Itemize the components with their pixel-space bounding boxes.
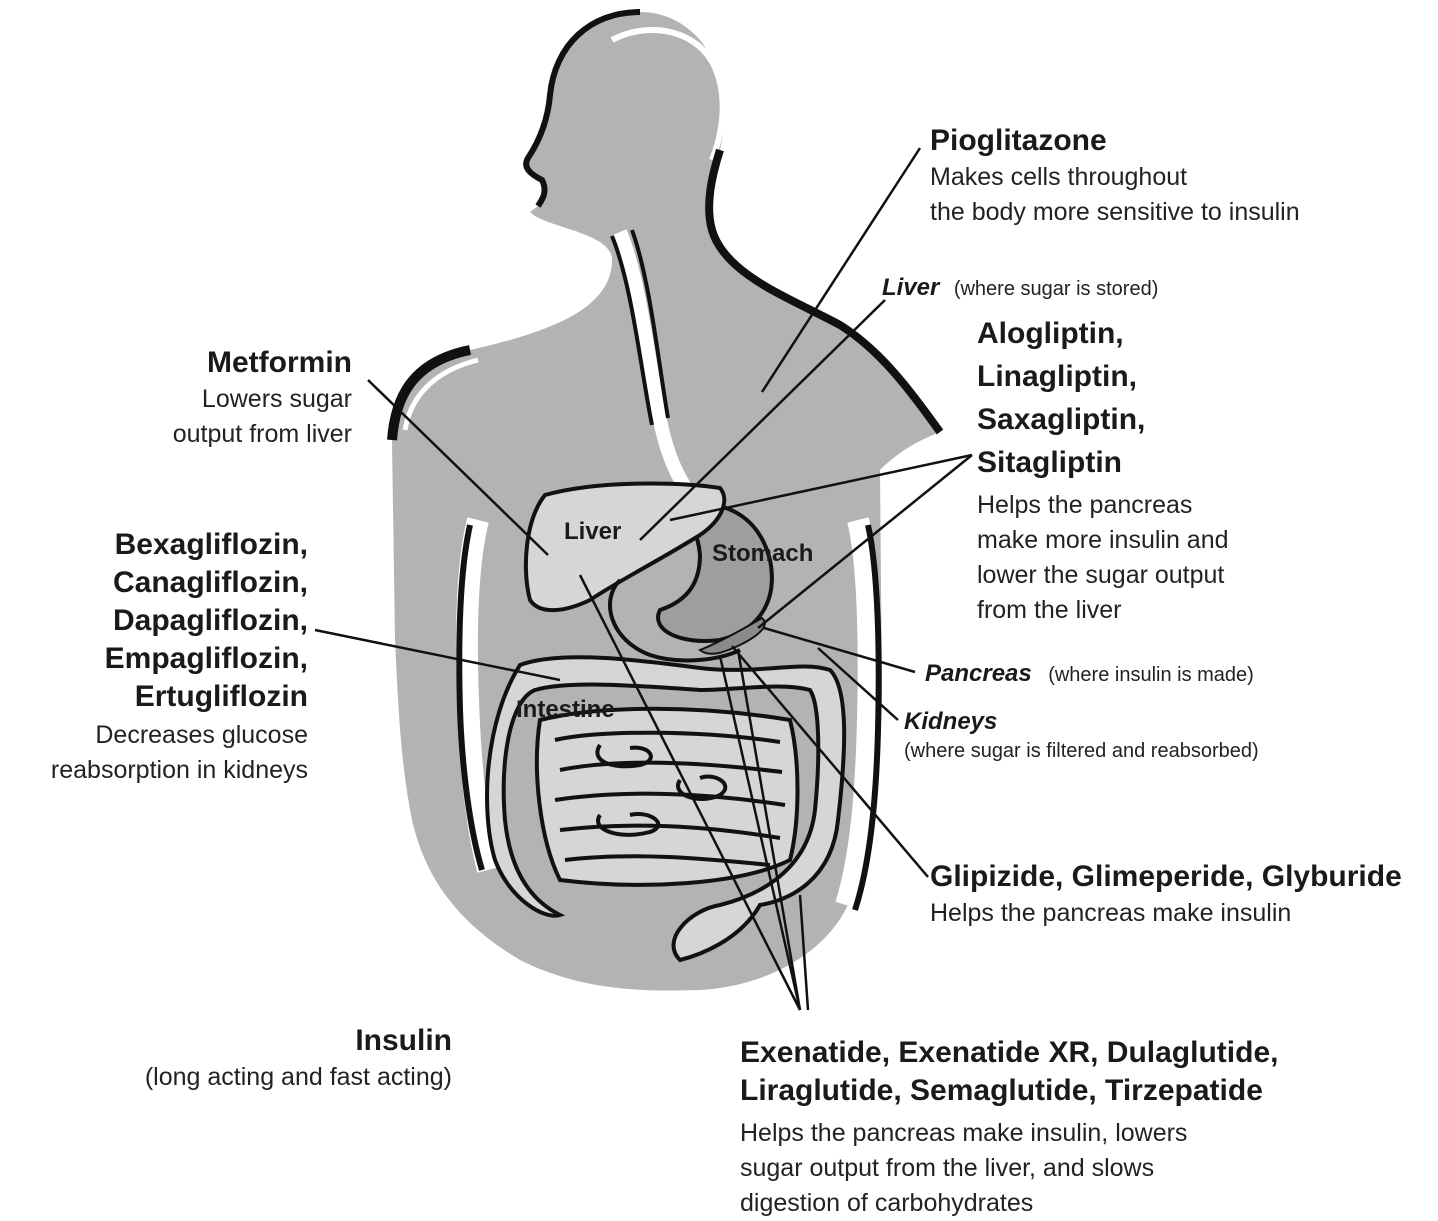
gliptins-desc-line: lower the sugar output bbox=[977, 558, 1229, 593]
glp1-desc-line: Helps the pancreas make insulin, lowers bbox=[740, 1116, 1278, 1151]
insulin-desc-line: (long acting and fast acting) bbox=[145, 1060, 452, 1095]
glp1-name: Liraglutide, Semaglutide, Tirzepatide bbox=[740, 1072, 1278, 1110]
gliflozin-name: Canagliflozin, bbox=[51, 564, 308, 602]
gliptin-name: Alogliptin, bbox=[977, 312, 1229, 355]
pioglitazone-desc-line: Makes cells throughout bbox=[930, 160, 1300, 195]
gliptin-name: Saxagliptin, bbox=[977, 398, 1229, 441]
gliptins-desc-line: from the liver bbox=[977, 593, 1229, 628]
gliptins-desc-line: make more insulin and bbox=[977, 523, 1229, 558]
sulfonylureas-name: Glipizide, Glimeperide, Glyburide bbox=[930, 858, 1402, 896]
pioglitazone-block: Pioglitazone Makes cells throughout the … bbox=[930, 122, 1300, 230]
liver-callout-note: (where sugar is stored) bbox=[954, 278, 1159, 300]
metformin-desc-line: Lowers sugar bbox=[173, 382, 352, 417]
organ-label-stomach: Stomach bbox=[712, 540, 813, 568]
insulin-block: Insulin (long acting and fast acting) bbox=[145, 1022, 452, 1095]
gliflozin-name: Empagliflozin, bbox=[51, 640, 308, 678]
gliptin-name: Linagliptin, bbox=[977, 355, 1229, 398]
gliptin-name: Sitagliptin bbox=[977, 441, 1229, 484]
gliflozins-desc-line: reabsorption in kidneys bbox=[51, 753, 308, 788]
glp1-desc-line: sugar output from the liver, and slows bbox=[740, 1151, 1278, 1186]
kidneys-callout-note: (where sugar is filtered and reabsorbed) bbox=[904, 740, 1259, 763]
pancreas-callout: Pancreas (where insulin is made) bbox=[925, 660, 1254, 688]
glp1-block: Exenatide, Exenatide XR, Dulaglutide, Li… bbox=[740, 1034, 1278, 1221]
gliflozins-desc-line: Decreases glucose bbox=[51, 718, 308, 753]
kidneys-callout-name: Kidneys bbox=[904, 708, 1259, 736]
pioglitazone-desc-line: the body more sensitive to insulin bbox=[930, 195, 1300, 230]
organ-label-intestine: Intestine bbox=[516, 696, 615, 724]
metformin-desc-line: output from liver bbox=[173, 417, 352, 452]
gliptins-block: Alogliptin, Linagliptin, Saxagliptin, Si… bbox=[977, 312, 1229, 628]
kidneys-callout: Kidneys (where sugar is filtered and rea… bbox=[904, 708, 1259, 763]
glp1-name: Exenatide, Exenatide XR, Dulaglutide, bbox=[740, 1034, 1278, 1072]
gliflozin-name: Bexagliflozin, bbox=[51, 526, 308, 564]
organ-label-liver: Liver bbox=[564, 518, 621, 546]
sulfonylureas-desc-line: Helps the pancreas make insulin bbox=[930, 896, 1402, 931]
pioglitazone-name: Pioglitazone bbox=[930, 122, 1300, 160]
insulin-name: Insulin bbox=[145, 1022, 452, 1060]
pancreas-callout-name: Pancreas bbox=[925, 660, 1032, 687]
sulfonylureas-block: Glipizide, Glimeperide, Glyburide Helps … bbox=[930, 858, 1402, 931]
metformin-block: Metformin Lowers sugar output from liver bbox=[173, 344, 352, 452]
glp1-desc-line: digestion of carbohydrates bbox=[740, 1186, 1278, 1221]
gliflozin-name: Dapagliflozin, bbox=[51, 602, 308, 640]
metformin-name: Metformin bbox=[173, 344, 352, 382]
liver-callout-name: Liver bbox=[882, 274, 939, 301]
pancreas-callout-note: (where insulin is made) bbox=[1048, 664, 1254, 686]
gliflozins-block: Bexagliflozin, Canagliflozin, Dapagliflo… bbox=[51, 526, 308, 788]
liver-callout: Liver (where sugar is stored) bbox=[882, 274, 1158, 302]
gliflozin-name: Ertugliflozin bbox=[51, 678, 308, 716]
gliptins-desc-line: Helps the pancreas bbox=[977, 488, 1229, 523]
